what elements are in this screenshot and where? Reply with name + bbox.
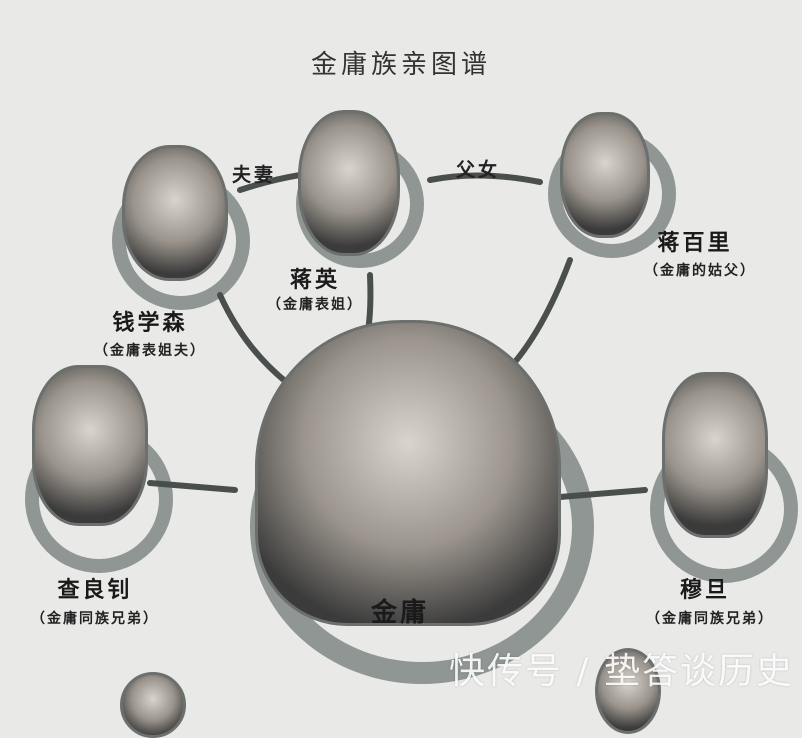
person-name-jiangying: 蒋英: [289, 267, 340, 293]
person-name-zha: 查良钊: [57, 577, 133, 603]
portrait-partial: [120, 672, 186, 738]
relation-label-husband-wife: 夫妻: [232, 164, 277, 186]
diagram-title: 金庸族亲图谱: [310, 50, 491, 80]
watermark: 快传号 / 垫答谈历史: [448, 651, 794, 692]
person-relation-zha: （金庸同族兄弟）: [31, 611, 159, 627]
portrait-jiang-baili: [560, 112, 650, 238]
line-jiangying-jiangbaili: [427, 172, 543, 185]
person-name-qian: 钱学森: [112, 310, 188, 336]
relation-label-father-daughter: 父女: [456, 159, 501, 181]
person-relation-jiangying: （金庸表姐）: [267, 297, 363, 313]
portrait-zha-liangzhao: [32, 365, 148, 526]
line-qian-jinyong: [217, 292, 293, 388]
line-qian-jiangying: [237, 172, 303, 193]
person-relation-mudan: （金庸同族兄弟）: [646, 611, 774, 627]
person-relation-jiangbaili: （金庸的姑父）: [644, 263, 756, 279]
portrait-jiang-ying: [298, 110, 400, 256]
person-name-mudan: 穆旦: [679, 577, 730, 603]
portrait-jin-yong: [255, 320, 561, 626]
person-name-jinyong: 金庸: [370, 598, 429, 628]
person-name-jiangbaili: 蒋百里: [657, 230, 733, 256]
portrait-mu-dan: [662, 372, 768, 538]
portrait-qian-xuesen: [122, 145, 228, 281]
person-relation-qian: （金庸表姐夫）: [94, 343, 206, 359]
